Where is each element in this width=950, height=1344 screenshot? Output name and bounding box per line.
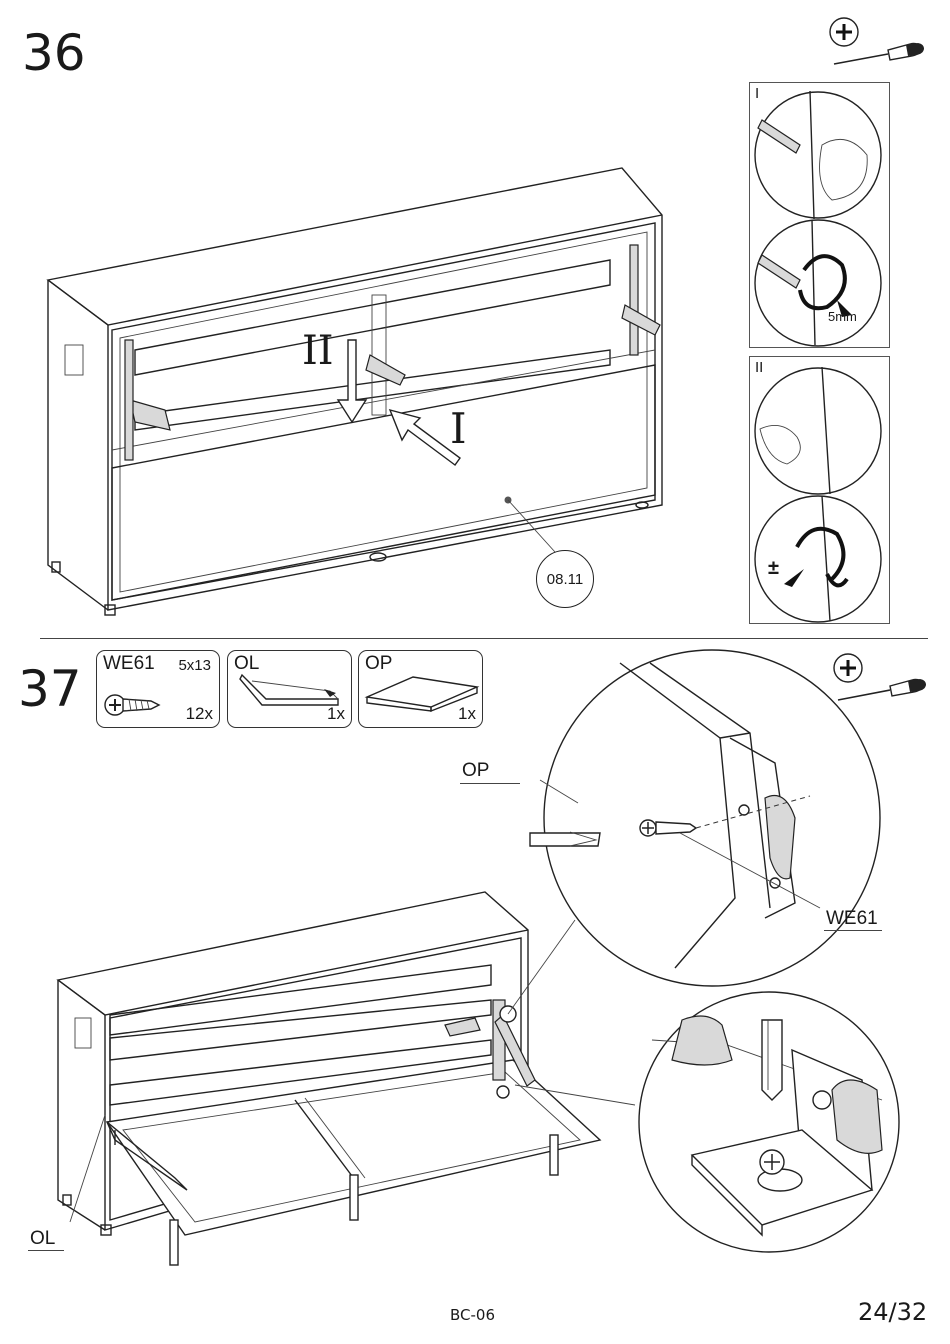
part-quantity: 1x (458, 704, 476, 724)
document-code: BC-06 (450, 1306, 495, 1324)
part-code: WE61 (103, 653, 155, 675)
step-number: 36 (22, 28, 86, 78)
phillips-screwdriver-icon (826, 14, 936, 74)
callout-underline (28, 1250, 64, 1251)
page-number: 24/32 (858, 1298, 927, 1326)
detail-note-5mm: 5mm (828, 309, 857, 324)
detail-panel-i: I 5mm (749, 82, 890, 348)
part-quantity: 12x (186, 704, 213, 724)
bed-frame-illustration (55, 890, 615, 1275)
step-number: 37 (18, 664, 82, 714)
detail-view-adjust (752, 359, 886, 621)
part-size: 5x13 (178, 657, 211, 674)
step-divider (40, 638, 928, 639)
part-number-badge: 08.11 (536, 550, 594, 608)
callout-ol: OL (30, 1228, 55, 1250)
bracket-part-icon (238, 669, 348, 709)
detail-panel-ii: II ± (749, 356, 890, 624)
part-quantity: 1x (327, 704, 345, 724)
part-number-text: 08.11 (547, 571, 583, 588)
callout-op: OP (462, 760, 489, 782)
part-box-ol: OL 1x (227, 650, 352, 728)
callout-we61: WE61 (826, 908, 878, 930)
screw-icon (103, 687, 163, 723)
roman-label-i: I (450, 404, 467, 453)
callout-underline (824, 930, 882, 931)
zoom-detail-bracket (632, 990, 907, 1255)
detail-view-screw-insertion (752, 85, 886, 345)
callout-underline (460, 783, 520, 784)
part-box-we61: WE61 5x13 12x (96, 650, 220, 728)
part-box-op: OP 1x (358, 650, 483, 728)
detail-note-plusminus: ± (768, 557, 779, 580)
roman-label-ii: II (302, 328, 334, 374)
